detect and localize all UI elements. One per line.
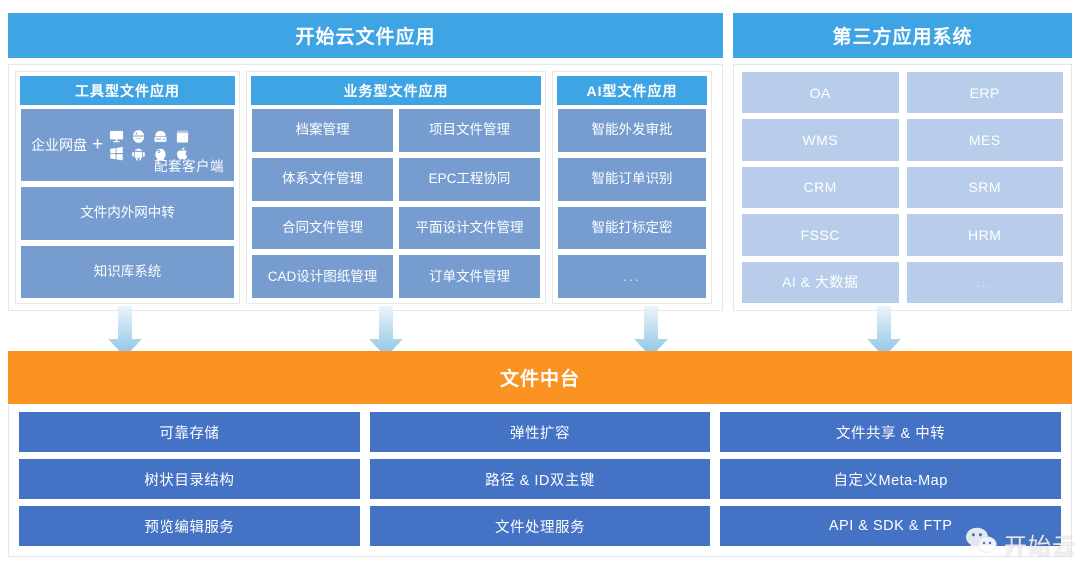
business-app-item[interactable]: 合同文件管理 bbox=[252, 206, 393, 250]
tool-app-item-file-transfer[interactable]: 文件内外网中转 bbox=[21, 187, 234, 240]
web-browser-icon bbox=[131, 129, 146, 144]
app-panel-body: 工具型文件应用 企业网盘 + bbox=[8, 64, 723, 311]
middle-platform-grid: 可靠存储 弹性扩容 文件共享 & 中转 树状目录结构 路径 & ID双主键 自定… bbox=[19, 412, 1061, 546]
middle-platform-item[interactable]: 预览编辑服务 bbox=[19, 506, 360, 546]
plus-icon: + bbox=[92, 133, 104, 155]
third-party-item[interactable]: HRM bbox=[906, 214, 1063, 256]
business-app-item[interactable]: 档案管理 bbox=[252, 109, 393, 152]
subpanel-tool-apps: 工具型文件应用 企业网盘 + bbox=[15, 71, 240, 304]
downward-arrow bbox=[866, 306, 902, 358]
middle-platform-panel: 文件中台 可靠存储 弹性扩容 文件共享 & 中转 树状目录结构 路径 & ID双… bbox=[8, 351, 1072, 557]
tablet-icon bbox=[175, 129, 190, 144]
ai-apps-list: 智能外发审批 智能订单识别 智能打标定密 ... bbox=[558, 109, 706, 298]
monitor-icon bbox=[109, 129, 124, 144]
client-icons-row-bottom bbox=[109, 146, 190, 161]
apple-icon bbox=[175, 146, 190, 161]
ai-app-item[interactable]: 智能订单识别 bbox=[558, 157, 706, 201]
subpanel-business-apps-body: 档案管理 项目文件管理 体系文件管理 EPC工程协同 合同文件管理 平面设计文件… bbox=[247, 109, 545, 303]
third-party-item-more[interactable]: ... bbox=[906, 261, 1063, 303]
third-party-item[interactable]: OA bbox=[742, 72, 899, 114]
business-apps-grid: 档案管理 项目文件管理 体系文件管理 EPC工程协同 合同文件管理 平面设计文件… bbox=[252, 109, 540, 298]
linux-icon bbox=[153, 146, 168, 161]
middle-platform-item[interactable]: 自定义Meta-Map bbox=[720, 459, 1061, 499]
middle-platform-item[interactable]: API & SDK & FTP bbox=[720, 506, 1061, 546]
third-party-item[interactable]: CRM bbox=[742, 166, 899, 209]
middle-platform-title: 文件中台 bbox=[8, 351, 1072, 404]
third-party-item[interactable]: ERP bbox=[906, 72, 1063, 114]
business-app-item[interactable]: 订单文件管理 bbox=[399, 255, 540, 298]
third-party-item[interactable]: SRM bbox=[906, 166, 1063, 209]
middle-platform-item[interactable]: 文件处理服务 bbox=[369, 506, 711, 546]
enterprise-netdisk-label: 企业网盘 bbox=[31, 136, 87, 153]
middle-platform-item[interactable]: 文件共享 & 中转 bbox=[720, 412, 1061, 452]
app-panel: 开始云文件应用 工具型文件应用 企业网盘 + bbox=[8, 13, 723, 311]
third-party-item[interactable]: FSSC bbox=[742, 214, 899, 256]
middle-platform-item[interactable]: 路径 & ID双主键 bbox=[369, 459, 711, 499]
third-party-panel: 第三方应用系统 OA ERP WMS MES CRM SRM FSSC HRM … bbox=[733, 13, 1072, 311]
enterprise-netdisk-sublabel: 配套客户端 bbox=[154, 158, 224, 174]
subpanel-business-apps-title: 业务型文件应用 bbox=[251, 76, 541, 105]
subpanel-tool-apps-body: 企业网盘 + bbox=[16, 109, 239, 303]
middle-platform-item[interactable]: 弹性扩容 bbox=[369, 412, 711, 452]
downward-arrow bbox=[107, 306, 143, 358]
ai-app-item[interactable]: 智能打标定密 bbox=[558, 206, 706, 250]
third-party-grid: OA ERP WMS MES CRM SRM FSSC HRM AI & 大数据… bbox=[742, 72, 1063, 303]
subpanel-ai-apps: AI型文件应用 智能外发审批 智能订单识别 智能打标定密 ... bbox=[552, 71, 712, 304]
business-app-item[interactable]: 项目文件管理 bbox=[399, 109, 540, 152]
subpanel-tool-apps-title: 工具型文件应用 bbox=[20, 76, 235, 105]
subpanel-business-apps: 业务型文件应用 档案管理 项目文件管理 体系文件管理 EPC工程协同 合同文件管… bbox=[246, 71, 546, 304]
subpanel-ai-apps-title: AI型文件应用 bbox=[557, 76, 707, 105]
business-app-item[interactable]: EPC工程协同 bbox=[399, 157, 540, 201]
enterprise-netdisk-card[interactable]: 企业网盘 + bbox=[21, 109, 234, 181]
ai-app-item[interactable]: 智能外发审批 bbox=[558, 109, 706, 152]
third-party-item[interactable]: WMS bbox=[742, 119, 899, 161]
windows-icon bbox=[109, 146, 124, 161]
third-party-panel-title: 第三方应用系统 bbox=[733, 13, 1072, 58]
app-panel-title: 开始云文件应用 bbox=[8, 13, 723, 58]
downward-arrow bbox=[368, 306, 404, 358]
android-icon bbox=[131, 146, 146, 161]
third-party-item[interactable]: AI & 大数据 bbox=[742, 261, 899, 303]
ai-app-item-more[interactable]: ... bbox=[558, 255, 706, 298]
third-party-panel-body: OA ERP WMS MES CRM SRM FSSC HRM AI & 大数据… bbox=[733, 64, 1072, 311]
middle-platform-body: 可靠存储 弹性扩容 文件共享 & 中转 树状目录结构 路径 & ID双主键 自定… bbox=[8, 404, 1072, 557]
business-app-item[interactable]: 平面设计文件管理 bbox=[399, 206, 540, 250]
client-icons-row-top bbox=[109, 129, 190, 144]
business-app-item[interactable]: 体系文件管理 bbox=[252, 157, 393, 201]
middle-platform-item[interactable]: 可靠存储 bbox=[19, 412, 360, 452]
business-app-item[interactable]: CAD设计图纸管理 bbox=[252, 255, 393, 298]
downward-arrow bbox=[633, 306, 669, 358]
tool-app-item-knowledge-base[interactable]: 知识库系统 bbox=[21, 245, 234, 298]
middle-platform-item[interactable]: 树状目录结构 bbox=[19, 459, 360, 499]
hard-drive-icon bbox=[153, 129, 168, 144]
subpanel-ai-apps-body: 智能外发审批 智能订单识别 智能打标定密 ... bbox=[553, 109, 711, 303]
tool-apps-list: 文件内外网中转 知识库系统 bbox=[21, 187, 234, 298]
client-platform-icons bbox=[109, 129, 190, 161]
third-party-item[interactable]: MES bbox=[906, 119, 1063, 161]
